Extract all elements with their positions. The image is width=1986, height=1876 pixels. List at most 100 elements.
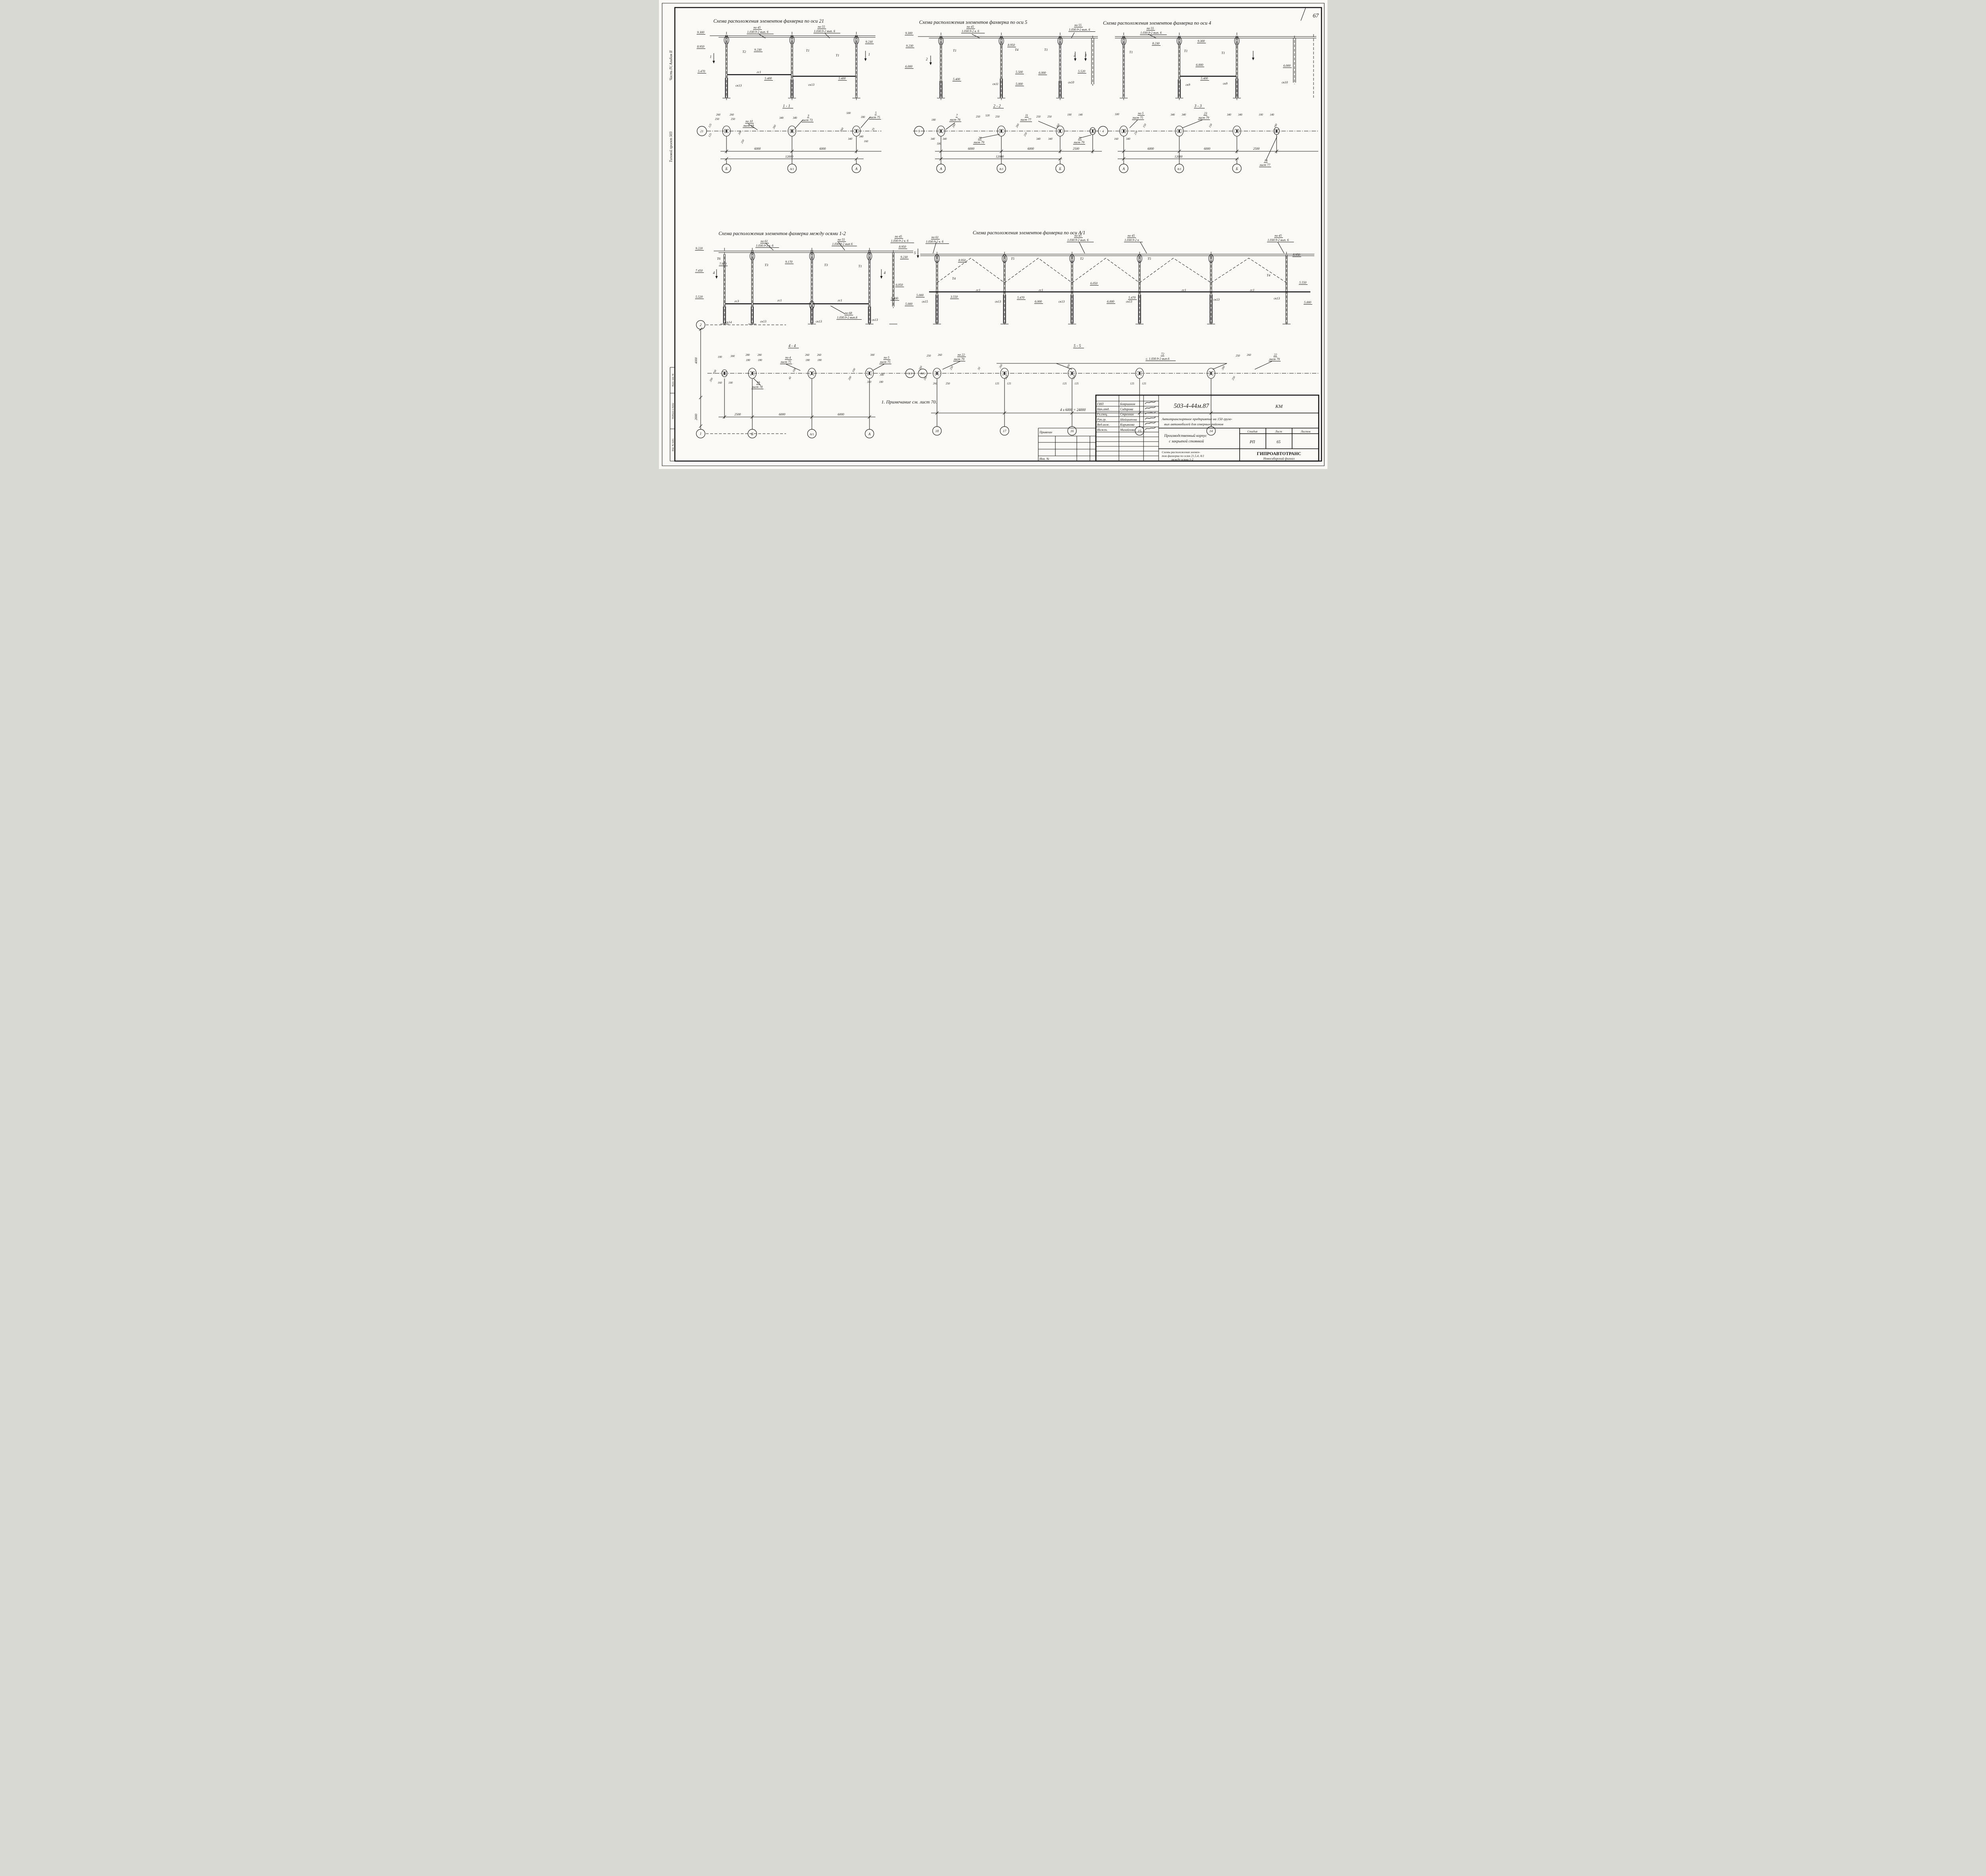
drawing-text: 5 - 5: [1074, 344, 1081, 348]
drawing-text: А/1: [920, 372, 924, 375]
drawing-text: 125: [1007, 382, 1011, 385]
drawing-text: А: [1122, 167, 1125, 171]
column-bracket-marks: [1177, 129, 1182, 133]
column-bracket-marks: [750, 371, 755, 375]
title-block: [1037, 394, 1319, 462]
drawing-text: лист 75: [1132, 116, 1143, 120]
drawing-text: 340: [867, 380, 871, 384]
drawing-text: Рук.гр.: [1097, 418, 1106, 421]
joint-oval: [749, 252, 755, 261]
column-section-symbol: [1119, 125, 1128, 137]
drawing-text: Т2: [742, 50, 746, 54]
axis-bubble: [1055, 164, 1065, 173]
joint-oval: [1121, 37, 1126, 45]
drawing-text: 1. Примечание см. лист 70.: [881, 399, 937, 405]
corner-mark: [1300, 8, 1306, 21]
joint-oval: [1001, 254, 1007, 263]
drawing-text: 9.220: [695, 247, 703, 250]
drawing-text: 12000: [996, 155, 1004, 158]
drawing-text: 7: [956, 114, 958, 117]
drawing-text: 140: [1078, 113, 1083, 116]
axis-bubble: [864, 429, 874, 438]
drawing-text: 2: [926, 57, 928, 61]
drawing-text: 40: [788, 376, 792, 380]
drawing-text: лист 75: [780, 360, 791, 364]
drawing-text: 250: [995, 115, 1000, 118]
drawing-text: ГИП: [1097, 402, 1104, 406]
drawing-text: 180: [931, 118, 936, 122]
drawing-text: ск13: [808, 83, 814, 87]
drawing-text: 260: [817, 353, 821, 357]
scheme-axis-21: Схема расположения элементов фахверка по…: [696, 18, 881, 173]
outer-trim-border: [661, 3, 1325, 466]
drawing-text: Привязан: [1039, 430, 1052, 434]
drawing-text: 12000: [785, 155, 793, 158]
drawing-text: 20: [978, 136, 981, 140]
drawing-text: ГИПРОАВТОТРАНС: [1257, 452, 1301, 456]
drawing-text: 260: [730, 113, 734, 116]
drawing-text: 500: [937, 142, 941, 145]
column-section-symbol: [865, 368, 874, 379]
drawing-text: по 68: [845, 311, 852, 315]
axis-bubble: [918, 369, 927, 378]
joint-oval: [1208, 254, 1214, 263]
drawing-text: 1.030.9-2 вып 6: [832, 242, 853, 246]
drawing-text: ск13: [1059, 300, 1064, 303]
drawing-text: 1.030.9-2 вып. 6: [1069, 28, 1090, 31]
drawing-text: 260: [805, 353, 809, 357]
drawing-text: 8.950: [899, 245, 906, 249]
drawing-text: 18: [935, 429, 939, 433]
drawing-text: 8.950: [1293, 253, 1300, 257]
axis-bubble: [1232, 164, 1242, 173]
drawing-text: 250: [1047, 115, 1052, 118]
drawing-text: лист 79: [953, 357, 964, 361]
drawing-text: по 61: [931, 235, 939, 239]
drawing-text: А/1: [1177, 167, 1181, 171]
drawing-text: 6000: [1028, 147, 1034, 151]
axis-bubble: [996, 164, 1006, 173]
joint-oval: [1069, 254, 1075, 263]
drawing-text: 250: [976, 115, 980, 118]
joint-oval: [1057, 37, 1063, 45]
drawing-text: 6.050: [896, 283, 903, 287]
drawing-text: 2000: [694, 414, 698, 420]
joint-oval: [809, 301, 815, 309]
column-core: [936, 372, 937, 375]
column-core: [724, 372, 725, 375]
drawing-text: 4: [884, 271, 886, 275]
drawing-text: гс3: [734, 299, 739, 303]
drawing-text: 340: [859, 135, 864, 138]
drawing-text: ск14: [726, 320, 732, 324]
axis-bubble: [905, 369, 915, 378]
drawing-text: 21: [700, 129, 703, 133]
drawing-text: Типовой проект 503: [669, 131, 673, 162]
drawing-text: Т4: [1015, 48, 1019, 52]
drawing-text: 340: [1170, 113, 1175, 116]
drawing-text: 125: [1142, 382, 1146, 385]
drawing-text: 6.050: [1090, 282, 1097, 285]
drawing-text: 3: [807, 114, 809, 118]
drawing-text: Т2: [1080, 257, 1084, 261]
drawing-text: 125: [1130, 382, 1134, 385]
drawing-text: 5: [875, 111, 877, 115]
drawing-text: 4: [1102, 129, 1104, 133]
axis-bubble: [807, 429, 817, 438]
drawing-text: 1 - 1: [783, 104, 790, 108]
sheet-corner: 67: [1313, 13, 1319, 19]
axis-bubble: [721, 164, 731, 173]
drawing-text: А: [868, 432, 871, 436]
drawing-text: лист 76: [949, 118, 960, 122]
drawing-text: 340: [779, 116, 784, 120]
drawing-text: 8.950: [697, 45, 704, 48]
column-core: [869, 372, 870, 375]
axis-bubble: [936, 164, 946, 173]
drawing-text: ск13: [736, 84, 742, 87]
drawing-text: Т6: [717, 257, 721, 261]
drawing-text: 5.400: [891, 297, 898, 300]
drawing-text: 520: [985, 114, 990, 117]
drawing-text: 340: [792, 116, 797, 120]
axis-bubble: [747, 429, 757, 438]
drawing-text: 3 - 3: [1194, 104, 1202, 108]
